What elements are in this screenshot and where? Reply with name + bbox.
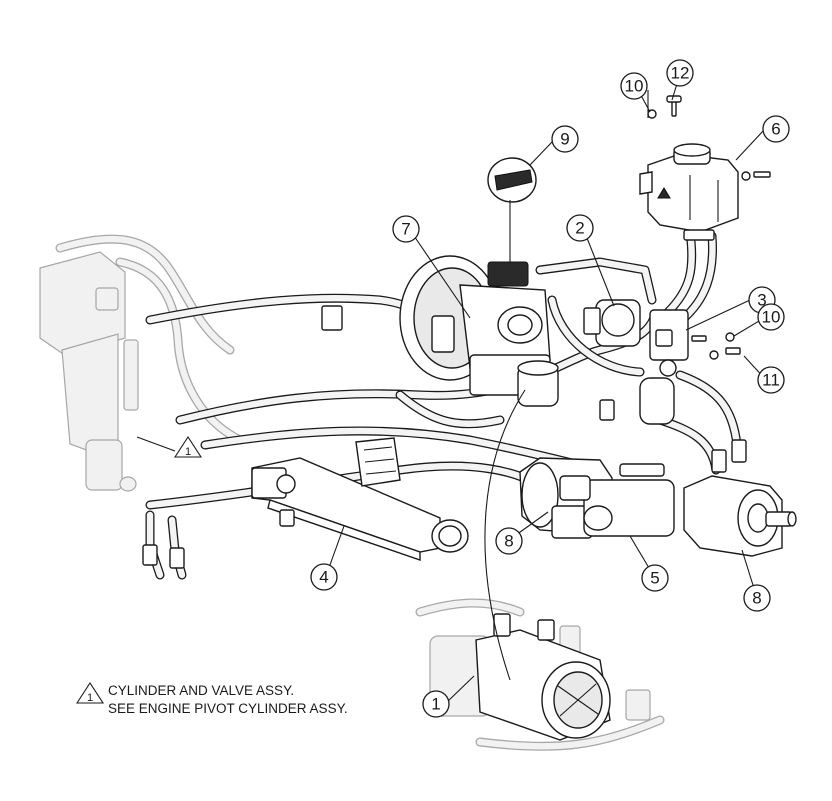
svg-text:8: 8: [752, 589, 761, 608]
valve-hardware: [691, 332, 741, 360]
callout-1-bottom: 1: [422, 690, 450, 718]
svg-text:1: 1: [185, 446, 191, 458]
callout-8-right: 8: [743, 584, 771, 612]
svg-text:11: 11: [762, 371, 780, 390]
note-line-1: CYLINDER AND VALVE ASSY.: [108, 683, 294, 698]
svg-text:10: 10: [625, 77, 644, 96]
callout-10-right: 10: [757, 303, 785, 331]
svg-text:4: 4: [319, 568, 328, 587]
note-line-2: SEE ENGINE PIVOT CYLINDER ASSY.: [108, 701, 348, 716]
canister-center: [517, 360, 559, 407]
part-1-motor-bottom: [475, 613, 611, 741]
part-2-filter: [583, 299, 641, 347]
svg-text:1: 1: [431, 695, 440, 714]
assembly-note: 1 CYLINDER AND VALVE ASSY. SEE ENGINE PI…: [75, 681, 348, 716]
svg-text:7: 7: [401, 220, 410, 239]
callout-5: 5: [641, 564, 669, 592]
hose-fittings: [142, 305, 747, 569]
note-marker: 1: [87, 692, 93, 704]
svg-text:2: 2: [575, 219, 584, 238]
part-8-motor-right: [683, 475, 797, 557]
part-4-hydraulic-cylinder: [251, 457, 469, 561]
warning-triangle-marker: 1: [173, 435, 203, 458]
callout-6: 6: [762, 115, 790, 143]
callout-11: 11: [757, 366, 785, 394]
svg-text:12: 12: [671, 64, 690, 83]
svg-text:3: 3: [757, 291, 766, 310]
phantom-pump-assembly-bottom: [415, 598, 665, 751]
svg-text:8: 8: [504, 532, 513, 551]
callout-2: 2: [566, 214, 594, 242]
svg-text:5: 5: [650, 569, 659, 588]
note-triangle-icon: [75, 681, 105, 704]
svg-text:9: 9: [560, 130, 569, 149]
callout-4: 4: [310, 563, 338, 591]
callout-9: 9: [551, 125, 579, 153]
callout-12: 12: [666, 59, 694, 87]
svg-text:6: 6: [771, 120, 780, 139]
part-5-actuator: [559, 463, 675, 537]
callout-7: 7: [392, 215, 420, 243]
reservoir-hardware: [647, 95, 771, 181]
part-9-coupling: [487, 157, 537, 262]
phantom-pivot-cylinder-assembly: [39, 234, 245, 492]
svg-text:10: 10: [762, 308, 781, 327]
part-6-reservoir: [639, 143, 739, 241]
callout-8-left: 8: [495, 527, 523, 555]
connection-line: [484, 389, 526, 681]
part-3-valve: [639, 309, 689, 425]
hose-manifold-block: [355, 437, 401, 487]
callout-10-top: 10: [620, 72, 648, 100]
part-7-hydraulic-pump: [399, 255, 551, 396]
